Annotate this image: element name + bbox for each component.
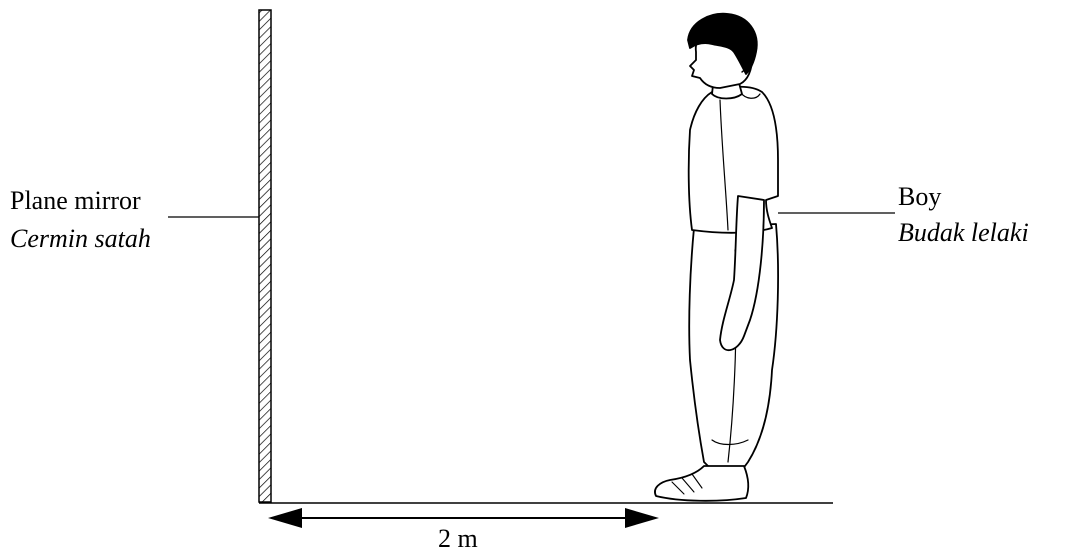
boy-hair [687,12,758,75]
boy-figure [654,12,779,502]
distance-arrow [268,508,659,528]
boy-shoe [654,465,750,502]
mirror-label-malay: Cermin satah [10,224,151,253]
arrowhead-right [625,508,659,528]
boy-arm [719,195,765,351]
boy-label-malay: Budak lelaki [898,218,1029,247]
boy-shirt [687,85,779,234]
plane-mirror [258,9,272,503]
boy-label-english: Boy [898,182,942,211]
distance-label: 2 m [438,524,478,553]
mirror-label-english: Plane mirror [10,186,141,215]
arrowhead-left [268,508,302,528]
